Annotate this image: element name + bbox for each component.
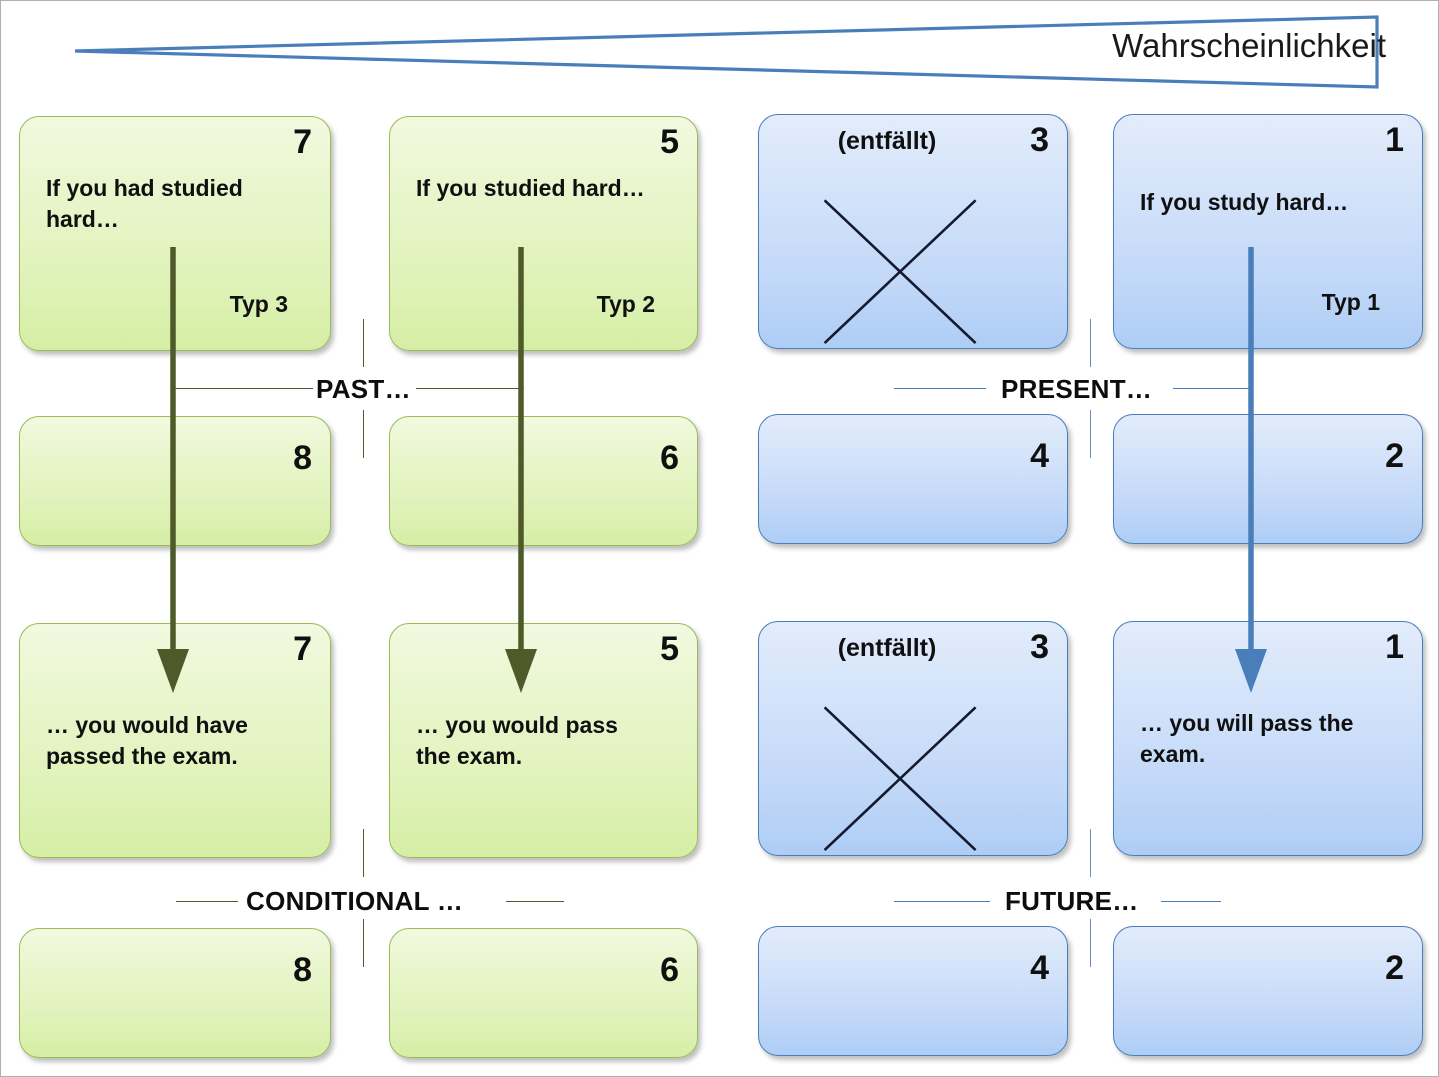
divider-line-present-left [894, 388, 986, 389]
box-number: 3 [1030, 121, 1049, 159]
box-conditional-typ2-empty[interactable]: 6 [389, 928, 698, 1058]
divider-label-future: FUTURE… [1005, 886, 1139, 916]
box-present-typ1-if[interactable]: 1 If you study hard… Typ 1 [1113, 114, 1423, 349]
box-past-typ3-if[interactable]: 7 If you had studied hard… Typ 3 [19, 116, 331, 351]
divider-line-conditional-left [176, 901, 238, 902]
divider-line-future-left [894, 901, 990, 902]
box-text: If you had studied hard… [46, 175, 243, 233]
box-future-typ1-result[interactable]: 1 … you will pass the exam. [1113, 621, 1423, 856]
box-type-label: Typ 3 [229, 291, 288, 317]
box-text: (entfällt) [837, 127, 937, 155]
box-text: … you would have passed the exam. [46, 712, 248, 770]
box-number: 8 [293, 951, 312, 989]
box-number: 6 [660, 439, 679, 477]
box-type-label: Typ 2 [596, 291, 655, 317]
divider-tick-present-top [1090, 319, 1091, 367]
page-title: Wahrscheinlichkeit [1112, 27, 1386, 64]
divider-line-past-right [416, 388, 524, 389]
divider-line-past-left [173, 388, 313, 389]
box-past-typ2-if[interactable]: 5 If you studied hard… Typ 2 [389, 116, 698, 351]
box-conditional-typ2-result[interactable]: 5 … you would pass the exam. [389, 623, 698, 858]
box-present-not-applicable[interactable]: 3 (entfällt) [758, 114, 1068, 349]
divider-tick-present-bottom [1090, 410, 1091, 458]
box-number: 5 [660, 630, 679, 668]
box-number: 1 [1385, 628, 1404, 666]
box-past-typ3-empty[interactable]: 8 [19, 416, 331, 546]
divider-label-present: PRESENT… [1001, 374, 1153, 404]
box-text: … you would pass the exam. [416, 712, 618, 770]
box-future-not-applicable[interactable]: 3 (entfällt) [758, 621, 1068, 856]
box-text: If you studied hard… [416, 175, 645, 201]
box-conditional-typ3-empty[interactable]: 8 [19, 928, 331, 1058]
box-text: (entfällt) [837, 634, 937, 662]
box-number: 2 [1385, 437, 1404, 475]
divider-tick-past-top [363, 319, 364, 367]
box-text: … you will pass the exam. [1140, 710, 1354, 768]
box-number: 8 [293, 439, 312, 477]
box-present-typ1-empty[interactable]: 2 [1113, 414, 1423, 544]
box-text: If you study hard… [1140, 189, 1349, 215]
box-type-label: Typ 1 [1321, 289, 1380, 315]
divider-tick-conditional-bottom [363, 919, 364, 967]
box-number: 5 [660, 123, 679, 161]
box-number: 3 [1030, 628, 1049, 666]
divider-label-past: PAST… [316, 374, 411, 404]
divider-tick-conditional-top [363, 829, 364, 877]
box-number: 4 [1030, 949, 1049, 987]
box-number: 6 [660, 951, 679, 989]
box-number: 7 [293, 123, 312, 161]
divider-tick-future-top [1090, 829, 1091, 877]
box-number: 2 [1385, 949, 1404, 987]
box-number: 4 [1030, 437, 1049, 475]
box-number: 7 [293, 630, 312, 668]
divider-label-conditional: CONDITIONAL … [246, 886, 464, 916]
box-past-typ2-empty[interactable]: 6 [389, 416, 698, 546]
box-number: 1 [1385, 121, 1404, 159]
divider-line-future-right [1161, 901, 1221, 902]
box-future-typ1-empty[interactable]: 2 [1113, 926, 1423, 1056]
box-conditional-typ3-result[interactable]: 7 … you would have passed the exam. [19, 623, 331, 858]
divider-tick-past-bottom [363, 410, 364, 458]
box-future-na-empty[interactable]: 4 [758, 926, 1068, 1056]
divider-tick-future-bottom [1090, 919, 1091, 967]
divider-line-conditional-right [506, 901, 564, 902]
divider-line-present-right [1173, 388, 1251, 389]
box-present-na-empty[interactable]: 4 [758, 414, 1068, 544]
